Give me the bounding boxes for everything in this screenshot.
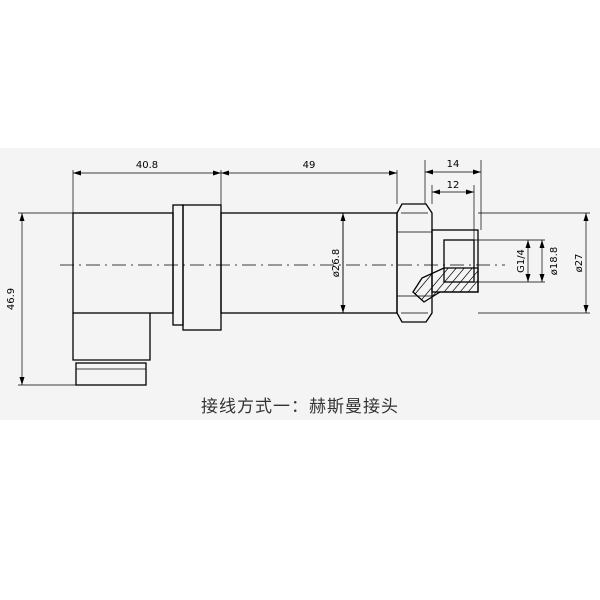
dim-total-height: 46.9 <box>6 288 17 310</box>
dim-fitting-length: 14 <box>447 159 460 170</box>
dim-stem-diameter: ø26.8 <box>331 249 342 277</box>
dim-body-length: 40.8 <box>136 160 158 171</box>
dim-outer-diameter: ø27 <box>574 254 585 273</box>
sensor-stem <box>220 212 398 314</box>
hex-nut <box>396 203 433 323</box>
dim-stem-length: 49 <box>303 160 316 171</box>
connector-housing <box>72 212 174 314</box>
connector-plug <box>72 313 151 361</box>
dim-bore-diameter: ø18.8 <box>549 247 560 275</box>
plug-cap <box>75 362 147 386</box>
flange-body <box>182 204 222 331</box>
bore <box>443 239 475 283</box>
dim-thread-spec: G1/4 <box>516 249 527 273</box>
wiring-caption: 接线方式一：赫斯曼接头 <box>201 397 399 417</box>
dim-thread-length: 12 <box>447 180 460 191</box>
threaded-fitting <box>431 229 479 293</box>
drawing-background <box>0 148 600 420</box>
